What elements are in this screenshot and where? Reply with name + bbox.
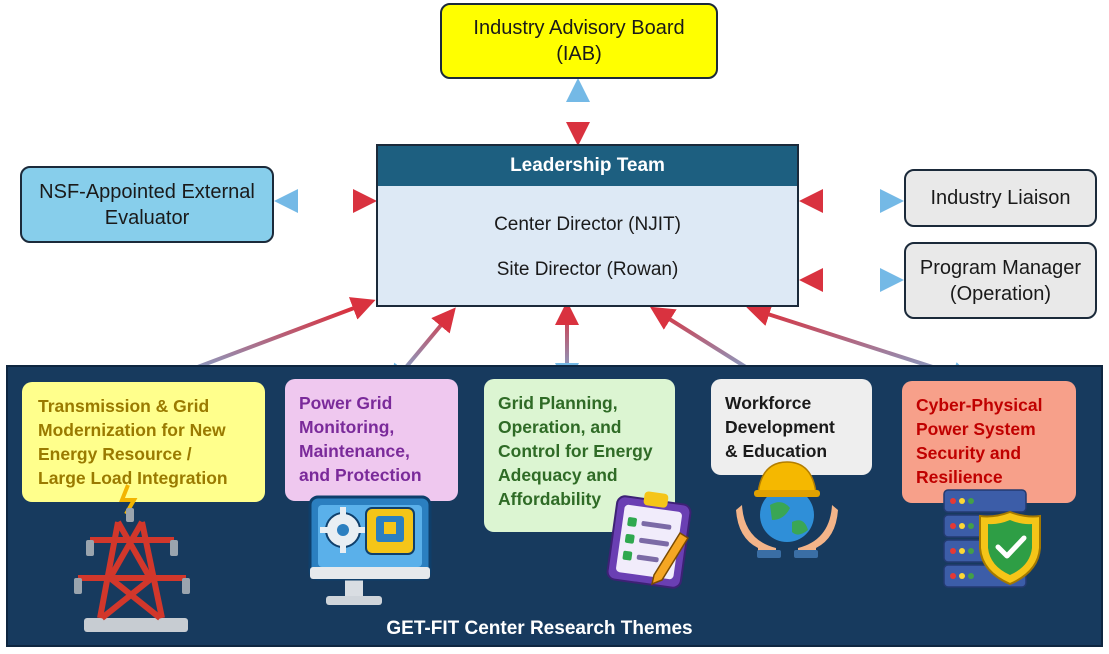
research-themes-caption: GET-FIT Center Research Themes <box>386 618 693 639</box>
industry-liaison-box: Industry Liaison <box>904 169 1097 227</box>
theme-cyber-box: Cyber-Physical Power System Security and… <box>902 381 1076 503</box>
theme-line: Security and <box>916 443 1022 463</box>
theme-line: Modernization for New <box>38 420 226 440</box>
nsf-label-line1: NSF-Appointed External <box>39 180 255 203</box>
nsf-label-line2: Evaluator <box>104 206 190 229</box>
theme-line: Transmission & Grid <box>38 396 210 416</box>
theme-line: Development <box>725 417 835 437</box>
theme-line: Monitoring, <box>299 417 395 437</box>
theme-line: Workforce <box>725 393 812 413</box>
pm-label-line1: Program Manager <box>919 256 1082 279</box>
liaison-label: Industry Liaison <box>930 186 1071 209</box>
theme-transmission-box: Transmission & Grid Modernization for Ne… <box>22 382 265 502</box>
pm-label-line2: (Operation) <box>949 282 1052 305</box>
program-manager-box: Program Manager (Operation) <box>904 242 1097 319</box>
monitor-gear-icon <box>308 495 432 605</box>
theme-line: Operation, and <box>498 417 622 437</box>
theme-line: & Education <box>725 441 828 461</box>
theme-line: Control for Energy <box>498 441 653 461</box>
iab-label-line2: (IAB) <box>556 43 602 65</box>
theme-line: and Protection <box>299 465 422 485</box>
theme-workforce-box: Workforce Development & Education <box>711 379 872 475</box>
iab-label-line1: Industry Advisory Board <box>473 17 685 39</box>
hands-globe-helmet-icon <box>736 461 838 558</box>
leadership-team-box: Leadership Team Center Director (NJIT) S… <box>376 144 799 307</box>
power-tower-icon <box>74 484 190 632</box>
theme-line: Grid Planning, <box>498 393 618 413</box>
theme-line: Affordability <box>498 489 602 509</box>
theme-line: Adequacy and <box>498 465 618 485</box>
site-director-label: Site Director (Rowan) <box>496 259 679 280</box>
theme-line: Power Grid <box>299 393 393 413</box>
theme-line: Resilience <box>916 467 1003 487</box>
theme-line: Energy Resource / <box>38 444 192 464</box>
theme-monitoring-box: Power Grid Monitoring, Maintenance, and … <box>285 379 458 501</box>
theme-line: Power System <box>916 419 1036 439</box>
center-director-label: Center Director (NJIT) <box>494 214 681 235</box>
theme-line: Maintenance, <box>299 441 410 461</box>
theme-line: Large Load Integration <box>38 468 228 488</box>
theme-line: Cyber-Physical <box>916 395 1043 415</box>
leadership-team-title: Leadership Team <box>378 146 797 186</box>
industry-advisory-board-box: Industry Advisory Board (IAB) <box>440 3 718 79</box>
external-evaluator-box: NSF-Appointed External Evaluator <box>20 166 274 243</box>
server-shield-icon <box>943 489 1041 588</box>
clipboard-checklist-icon <box>606 491 692 589</box>
